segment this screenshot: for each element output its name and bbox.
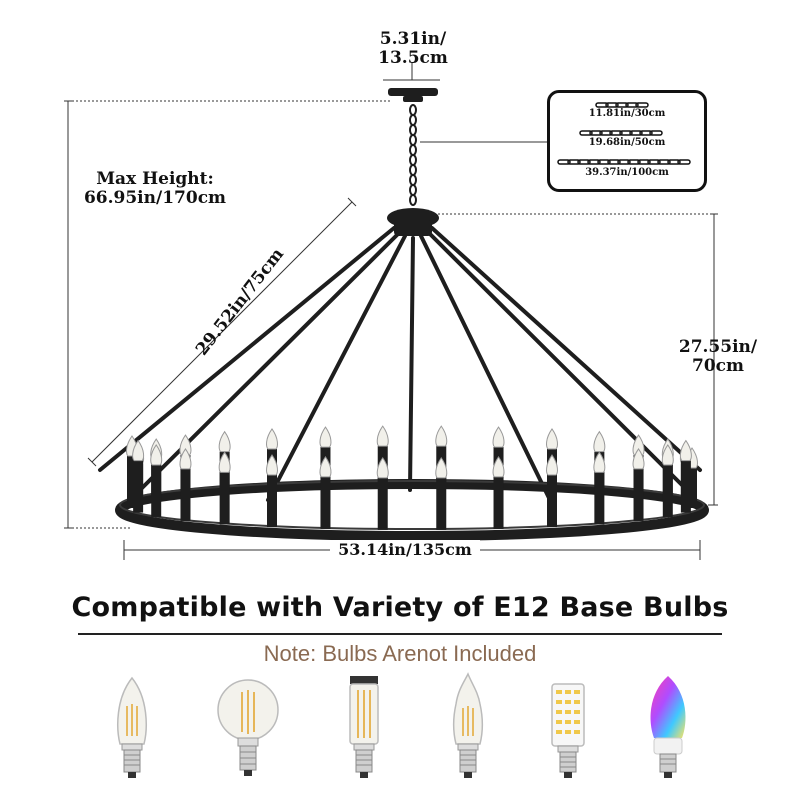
compatibility-headline: Compatible with Variety of E12 Base Bulb… <box>71 592 729 623</box>
body-height-line-1: 27.55in/ <box>678 337 758 357</box>
chain-50cm-icon <box>579 130 663 136</box>
body-height-label: 27.55in/ 70cm <box>668 338 768 376</box>
chain-option-50cm: 19.68in/50cm <box>588 137 666 148</box>
central-hub <box>387 208 439 236</box>
body-height-line-2: 70cm <box>692 356 744 376</box>
candle-socket <box>179 448 192 521</box>
headline-divider <box>78 633 722 635</box>
bulbs-not-included-note: Note: Bulbs Arenot Included <box>263 641 537 666</box>
max-height-label: Max Height: 66.95in/170cm <box>70 170 240 208</box>
candle-socket <box>593 451 606 525</box>
candle-socket <box>132 439 145 513</box>
candle-socket <box>266 454 278 528</box>
chain-30cm-icon <box>595 102 649 108</box>
canopy-dim-line-2: 13.5cm <box>378 48 448 68</box>
candle-socket <box>376 457 389 530</box>
candle-socket <box>632 448 645 521</box>
chain-options-box: 11.81in/30cm 19.68in/50cm 39.37in/100cm <box>547 90 707 192</box>
width-label: 53.14in/135cm <box>330 540 480 559</box>
candle-ring <box>115 479 709 541</box>
candle-socket <box>218 451 231 525</box>
candle-socket <box>150 444 163 517</box>
hanging-chain <box>409 104 417 206</box>
flame-tip-filament-bulb-icon <box>452 672 484 778</box>
candle-socket <box>661 444 674 517</box>
chain-link-icons <box>557 102 691 165</box>
max-height-line-2: 66.95in/170cm <box>83 188 227 208</box>
max-height-line-1: Max Height: <box>96 169 214 189</box>
candle-socket <box>435 457 448 530</box>
rgb-smart-candle-bulb-icon <box>650 676 686 778</box>
candle-socket <box>492 456 505 529</box>
chain-option-30cm: 11.81in/30cm <box>588 108 666 119</box>
ceiling-canopy <box>388 88 438 102</box>
chain-option-100cm: 39.37in/100cm <box>585 167 669 178</box>
candle-socket <box>319 456 332 529</box>
tubular-filament-bulb-icon <box>349 676 379 778</box>
candle-socket <box>546 454 558 528</box>
chandelier-illustration <box>64 62 718 560</box>
globe-filament-bulb-icon <box>217 679 279 776</box>
canopy-dim-line-1: 5.31in/ <box>379 29 447 49</box>
chain-100cm-icon <box>557 159 691 165</box>
candle-socket <box>679 439 692 513</box>
candle-sockets <box>126 425 698 530</box>
candle-filament-bulb-icon <box>117 676 147 778</box>
led-corn-bulb-icon <box>551 683 585 778</box>
canopy-diameter-label: 5.31in/ 13.5cm <box>368 30 458 68</box>
